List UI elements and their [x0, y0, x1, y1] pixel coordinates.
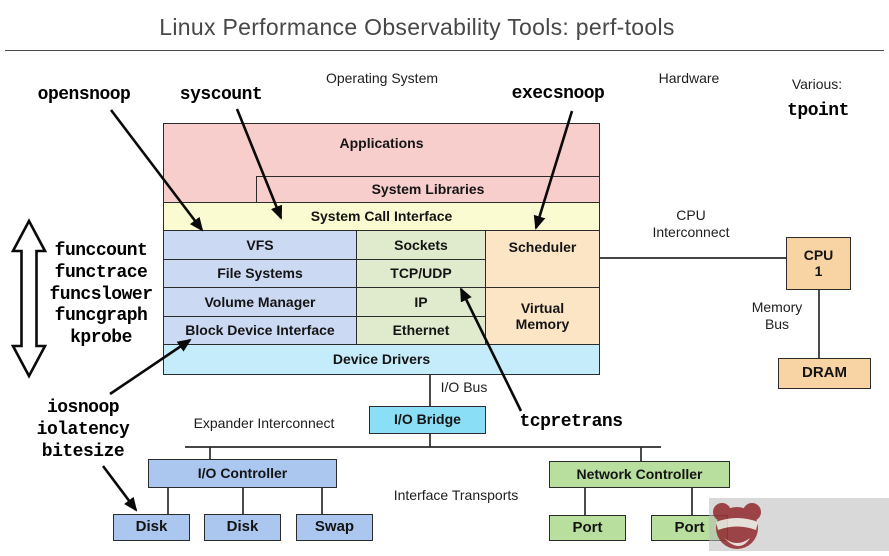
hardware-label: Hardware [658, 70, 720, 86]
memory-bus-label: Memory Bus [751, 299, 803, 332]
system-call-interface-box: System Call Interface [163, 202, 600, 232]
volume-manager-box: Volume Manager [163, 287, 357, 318]
scheduler-box: Scheduler [485, 230, 600, 289]
io-bus-label: I/O Bus [440, 379, 488, 395]
cpu-line2: 1 [814, 262, 823, 279]
io-controller-box: I/O Controller [148, 459, 337, 488]
disk-box-1: Disk [113, 514, 190, 541]
network-controller-box: Network Controller [549, 461, 730, 488]
tool-func-list: funccount functrace funcslower funcgraph… [49, 241, 153, 350]
dram-box: DRAM [778, 358, 871, 389]
tool-iolatency: iolatency [36, 419, 130, 440]
tool-execsnoop: execsnoop [511, 84, 605, 104]
cpu-interconnect-label: CPU Interconnect [652, 207, 730, 240]
tool-kprobe: kprobe [70, 328, 132, 349]
operating-system-label: Operating System [325, 70, 439, 86]
sockets-box: Sockets [355, 230, 487, 261]
ip-box: IP [355, 287, 487, 318]
disk-box-2: Disk [204, 514, 281, 541]
block-device-interface-box: Block Device Interface [163, 316, 357, 346]
tool-tcpretrans: tcpretrans [519, 412, 623, 432]
io-bridge-box: I/O Bridge [369, 406, 486, 434]
device-drivers-box: Device Drivers [163, 344, 600, 375]
title-divider [5, 50, 884, 51]
double-arrow-kernel-span [10, 218, 48, 379]
tool-iosnoop: iosnoop [46, 398, 120, 418]
arrow-bitesize-to-disk [101, 465, 138, 512]
expander-interconnect-label: Expander Interconnect [193, 415, 335, 431]
tool-funcslower: funcslower [49, 284, 153, 305]
tool-opensnoop: opensnoop [37, 85, 131, 105]
tcp-udp-box: TCP/UDP [355, 259, 487, 289]
virtual-memory-box: Virtual Memory [485, 287, 600, 346]
system-libraries-box: System Libraries [256, 176, 600, 204]
tool-io-list: iosnoop iolatency bitesize [37, 398, 130, 463]
file-systems-box: File Systems [163, 259, 357, 289]
virtual-memory-line1: Virtual [520, 299, 565, 316]
cpu-box: CPU 1 [786, 237, 851, 290]
port-box-2: Port [651, 515, 728, 541]
watermark-band [709, 498, 889, 551]
various-label: Various: [791, 76, 843, 92]
swap-box: Swap [296, 514, 373, 541]
interface-transports-label: Interface Transports [393, 487, 519, 503]
tool-bitesize: bitesize [41, 441, 125, 462]
ethernet-box: Ethernet [355, 316, 487, 346]
tool-functrace: functrace [54, 262, 148, 283]
tool-funccount: funccount [54, 241, 148, 261]
port-box-1: Port [549, 515, 626, 541]
tool-funcgraph: funcgraph [54, 306, 148, 327]
virtual-memory-line2: Memory [515, 315, 570, 332]
page-title: Linux Performance Observability Tools: p… [159, 14, 675, 40]
vfs-box: VFS [163, 230, 357, 261]
cpu-line1: CPU [803, 246, 834, 263]
tool-syscount: syscount [179, 85, 263, 105]
tool-tpoint: tpoint [787, 101, 849, 121]
